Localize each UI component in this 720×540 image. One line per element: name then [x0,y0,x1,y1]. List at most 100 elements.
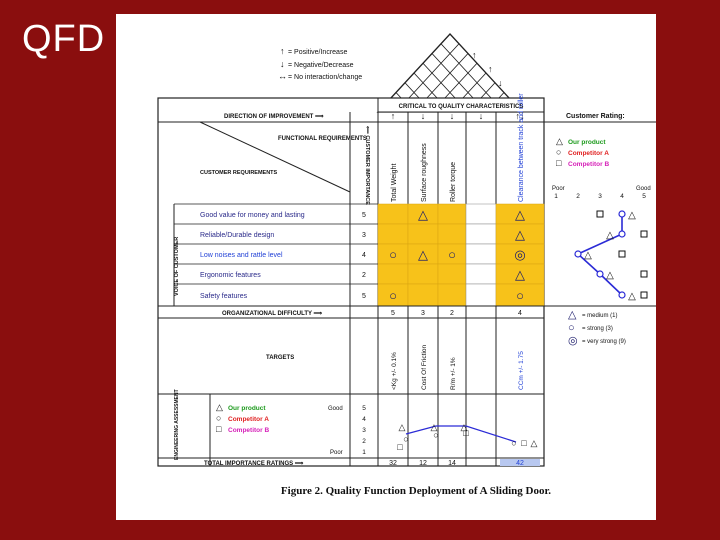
ea-legend-symbol: △ [216,402,223,412]
customer-rating: Customer Rating: △Our product○Competitor… [552,113,651,302]
direction-arrow: ↓ [421,111,426,121]
relationship-legend-symbol: ◎ [568,335,578,347]
total-highlight [500,459,540,466]
ea-legend-symbol: □ [216,424,222,434]
target-value: <Kg +/- 0.1% [391,352,398,390]
ea-mark: □ [397,442,403,452]
org-difficulty-values: 5 3 2 4 [391,310,522,317]
org-difficulty-value: 3 [421,310,425,317]
customer-importance-value: 5 [362,212,366,219]
matrix-cell [377,263,409,285]
ea-scale-label: 3 [362,427,366,434]
slide-title: QFD [22,18,106,60]
ea-scale-label: 4 [362,416,366,423]
rating-mark-competitor-a [596,270,604,278]
org-difficulty-value: 2 [450,310,454,317]
direction-arrow: ↑↓ [516,111,525,121]
org-difficulty-value: 4 [518,310,522,317]
customer-requirement-label: Ergonomic features [200,272,261,279]
ea-legend: △Our product○Competitor A□Competitor B [216,402,269,434]
customer-importance-value: 4 [362,252,366,259]
matrix-cell [437,263,467,285]
qfd-figure-panel: ↑ ↑ ↓ ↑ = Positive/Increase ↓ = Negative… [116,14,656,520]
rating-mark-competitor-b [596,210,604,218]
rating-mark-competitor-b [640,291,648,299]
header-diagonal [199,121,351,193]
relationship-legend-label: = very strong (9) [582,339,626,345]
ea-mark: △ [399,422,406,432]
direction-arrows: ↑↓↓↓↑↓ [391,111,525,121]
rating-poor-label: Poor [552,186,565,192]
matrix-cell [437,223,467,245]
matrix-cell [377,223,409,245]
target-value: CCm +/- 1.75 [518,351,525,390]
functional-label-text: FUNCTIONAL REQUIREMENTS [278,136,367,142]
direction-arrow: ↑ [391,111,396,121]
ea-legend-label: Competitor B [228,427,269,434]
rating-mark-our: △ [584,250,592,261]
ea-good-label: Good [328,406,343,412]
relationship-symbol: △ [515,207,525,222]
customer-req-label: CUSTOMER REQUIREMENTS [200,170,278,176]
matrix-cell [437,203,467,225]
matrix-cell [465,223,497,245]
ea-legend-label: Our product [228,405,266,412]
ea-scale-label: 2 [362,438,366,445]
ea-mark: △ [531,438,538,448]
figure-caption: Figure 2. Quality Function Deployment of… [281,485,551,497]
rating-legend-symbol: □ [556,158,562,168]
customer-importance-value: 3 [362,232,366,239]
functional-requirement-label: Surface roughness [421,143,428,202]
ea-mark: □ [521,438,527,448]
customer-requirement-label: Safety features [200,293,248,300]
roof-legend-label: = Positive/Increase [288,49,347,56]
roof-legend-symbol: ↔ [278,71,287,81]
org-difficulty-value: 5 [391,310,395,317]
rating-scale-label: 2 [576,193,580,200]
total-importance-label: TOTAL IMPORTANCE RATINGS ⟹ [204,461,304,467]
critical-header: CRITICAL TO QUALITY CHARACTERISTICS [399,104,524,110]
rating-legend-symbol: ○ [556,147,561,157]
customer-rating-plot: △△△△△ [574,210,648,302]
functional-requirement-label: Clearance between track and roller [518,93,525,202]
relationship-legend-symbol: △ [568,309,577,321]
rating-mark-competitor-a [618,230,626,238]
ea-mark: △ [431,422,438,432]
direction-arrow: ↓ [479,111,484,121]
functional-label: FUNCTIONAL REQUIREMENTS [278,136,367,142]
ea-scale-label: 5 [362,405,366,412]
rating-mark-competitor-b [640,230,648,238]
relationship-symbol: ◎ [514,247,525,262]
rating-scale-label: 3 [598,193,602,200]
roof-legend-label: = No interaction/change [288,74,362,81]
roof-correlation-mark: ↓ [498,78,503,88]
roof-correlation-mark: ↑ [472,50,477,60]
ea-label: ENGINEERING ASSESSMENT [174,389,180,460]
relationship-legend-label: = strong (3) [582,326,613,332]
customer-requirement-label: Good value for money and lasting [200,212,305,219]
total-importance-value: 32 [389,460,397,467]
customer-rating-title: Customer Rating: [566,113,625,120]
rating-mark-our: △ [628,291,636,302]
rating-mark-our: △ [628,210,636,221]
engineering-assessment: ENGINEERING ASSESSMENT △ Our product ○ Comp… [174,389,538,466]
relationship-symbol: ○ [448,247,456,262]
matrix-cell [407,263,439,285]
ea-line [405,425,517,443]
rating-good-label: Good [636,186,651,192]
roof-legend-symbol: ↑ [280,46,285,56]
matrix-cell [465,283,497,307]
importance-label: ⟸ CUSTOMER IMPORTANCE [364,126,370,205]
house-of-quality-diagram: ↑ ↑ ↓ ↑ = Positive/Increase ↓ = Negative… [157,33,656,497]
rating-scale-label: 4 [620,193,624,200]
matrix-cell [377,203,409,225]
ea-scale-label: 1 [362,449,366,456]
ea-legend-symbol: ○ [216,413,221,423]
ea-plot: △○□△○△□○□△ [397,422,537,452]
relationship-legend-label: = medium (1) [582,313,618,319]
rating-scale-label: 5 [642,193,646,200]
ea-mark: ○ [511,438,516,448]
